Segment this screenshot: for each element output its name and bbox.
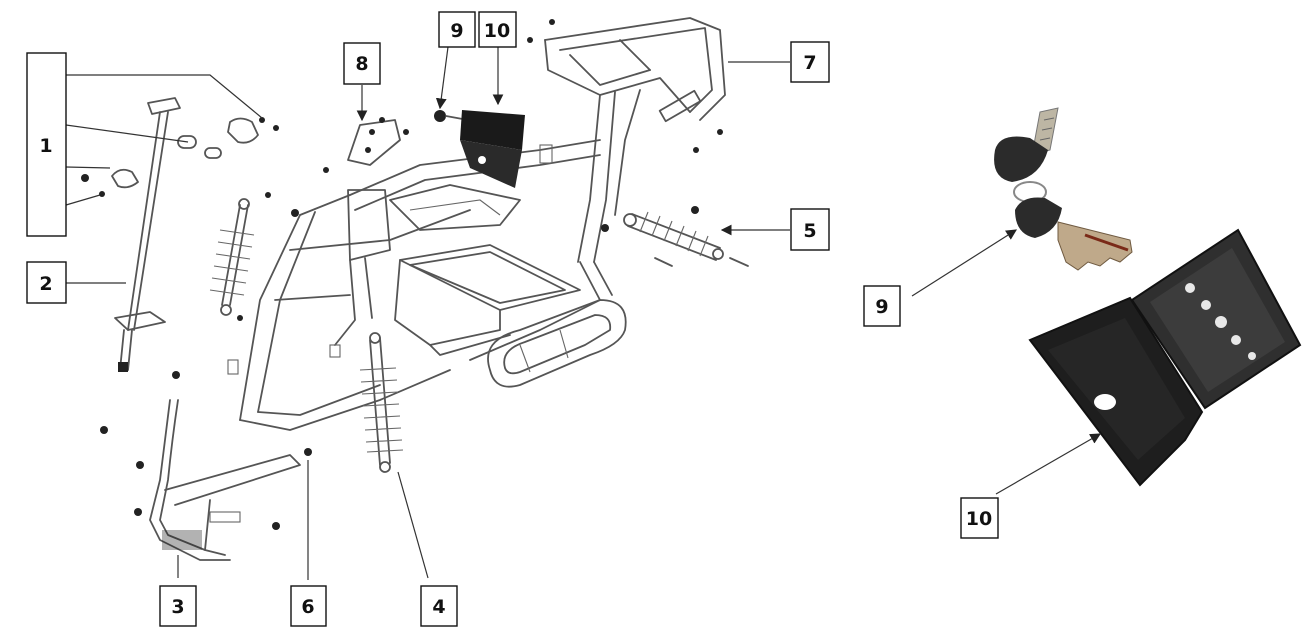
leader-lines: [65, 46, 790, 580]
callout-4: 4: [420, 585, 458, 627]
svg-text:10: 10: [966, 508, 992, 530]
callout-5: 5: [790, 208, 830, 251]
key-box-detail-image: [1028, 228, 1302, 487]
callout-2: 2: [26, 261, 67, 304]
svg-text:9: 9: [450, 20, 463, 42]
callout-3: 3: [159, 585, 197, 627]
svg-text:7: 7: [803, 52, 816, 74]
keys-detail-image: [994, 107, 1133, 271]
svg-text:3: 3: [171, 596, 184, 618]
steering-clamp-parts: [81, 97, 279, 197]
svg-text:6: 6: [301, 596, 314, 618]
svg-text:4: 4: [432, 596, 445, 618]
key-box-small: [460, 110, 525, 188]
callout-8: 8: [343, 42, 381, 85]
callout-7: 7: [790, 41, 830, 83]
svg-text:1: 1: [39, 135, 52, 157]
bracket-plate: [323, 117, 409, 173]
svg-text:8: 8: [355, 53, 368, 75]
svg-text:10: 10: [484, 20, 510, 42]
side-shock: [601, 206, 749, 267]
callout-10: 10: [478, 11, 517, 48]
callout-10-detail: 10: [960, 497, 999, 539]
front-fork: [100, 371, 301, 561]
detail-leader-lines: [911, 229, 1102, 495]
main-frame: [227, 17, 726, 431]
svg-text:9: 9: [875, 296, 888, 318]
front-shock: [209, 192, 299, 321]
svg-text:5: 5: [803, 220, 816, 242]
callout-6: 6: [290, 585, 327, 627]
rear-shock: [359, 332, 404, 473]
rack-bolts: [527, 19, 723, 153]
svg-text:2: 2: [39, 273, 52, 295]
small-bolt: [304, 448, 312, 456]
callout-9: 9: [438, 11, 476, 48]
callout-9-detail: 9: [863, 285, 901, 327]
callout-1: 1: [26, 52, 67, 237]
steering-stem: [114, 111, 169, 372]
